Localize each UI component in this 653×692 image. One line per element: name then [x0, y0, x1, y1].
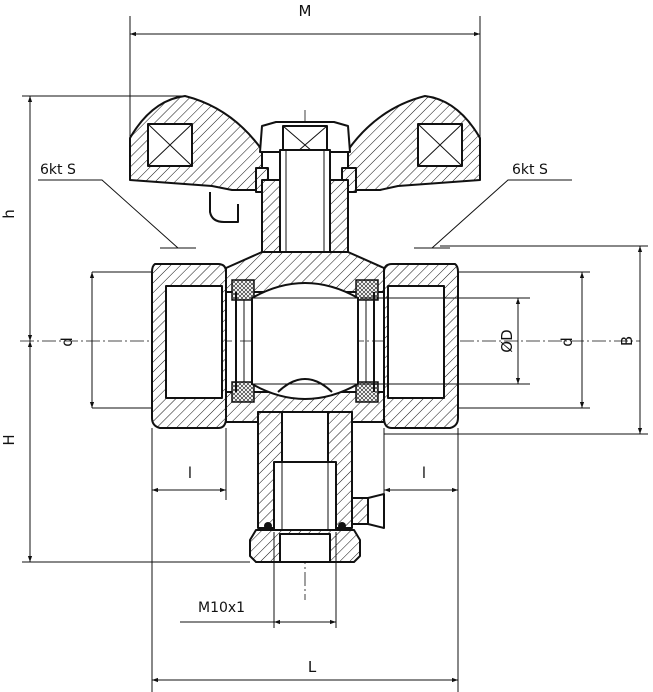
label-d-right: d — [558, 337, 576, 347]
drain-port — [249, 411, 385, 563]
label-B: B — [618, 336, 636, 346]
label-hex-right: 6kt S — [512, 162, 548, 178]
label-d-left: d — [58, 337, 76, 347]
label-L: L — [308, 658, 317, 676]
butterfly-handle — [129, 95, 481, 223]
label-phiD: ØD — [498, 329, 516, 352]
label-l-right: l — [422, 464, 426, 482]
dimension-lines — [22, 16, 648, 692]
valve-body — [92, 251, 590, 429]
drain-plug — [273, 461, 337, 533]
ball — [251, 282, 359, 400]
label-H: H — [0, 434, 18, 445]
label-thread: M10x1 — [198, 600, 245, 616]
label-l-left: l — [188, 464, 192, 482]
label-M: M — [299, 2, 312, 20]
label-h: h — [0, 209, 18, 219]
label-hex-left: 6kt S — [40, 162, 76, 178]
